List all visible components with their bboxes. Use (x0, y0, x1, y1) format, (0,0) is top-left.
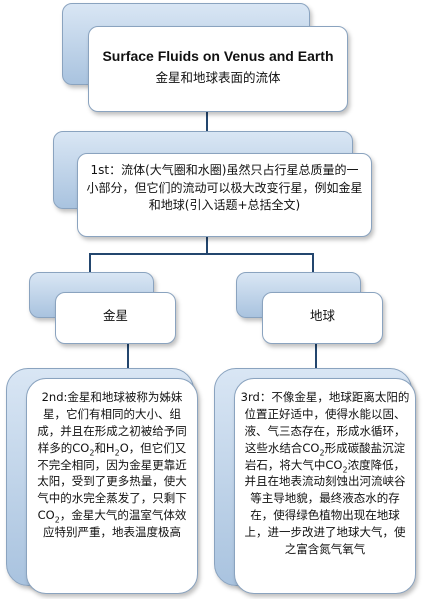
venus-label-box: 金星 (55, 292, 176, 344)
connector-venus-to-detail (127, 344, 129, 368)
connector-horizontal (89, 253, 314, 255)
earth-label: 地球 (309, 308, 335, 323)
connector-earth-to-detail (315, 344, 317, 368)
earth-label-box: 地球 (262, 292, 383, 344)
earth-detail-box: 3rd：不像金星，地球距离太阳的位置正好适中，使得水能以固、液、气三态存在，形成… (234, 378, 416, 594)
title-chinese: 金星和地球表面的流体 (155, 69, 281, 85)
venus-detail-text: 2nd:金星和地球被称为姊妹星，它们有相同的大小、组成，并且在形成之初被给予同样… (37, 390, 187, 540)
first-text: 1st：流体(大气圈和水圈)虽然只占行星总质量的一小部分，但它们的流动可以极大改… (86, 163, 363, 213)
connector-title-to-first (206, 110, 208, 132)
earth-detail-text: 3rd：不像金星，地球距离太阳的位置正好适中，使得水能以固、液、气三态存在，形成… (240, 390, 410, 557)
venus-detail-box: 2nd:金星和地球被称为姊妹星，它们有相同的大小、组成，并且在形成之初被给予同样… (26, 378, 198, 594)
title-english: Surface Fluids on Venus and Earth (102, 48, 334, 64)
connector-first-to-split (206, 235, 208, 255)
connector-to-venus (89, 253, 91, 273)
first-box: 1st：流体(大气圈和水圈)虽然只占行星总质量的一小部分，但它们的流动可以极大改… (77, 153, 372, 237)
venus-label: 金星 (102, 308, 128, 323)
title-box: Surface Fluids on Venus and Earth 金星和地球表… (88, 26, 348, 112)
connector-to-earth (312, 253, 314, 273)
